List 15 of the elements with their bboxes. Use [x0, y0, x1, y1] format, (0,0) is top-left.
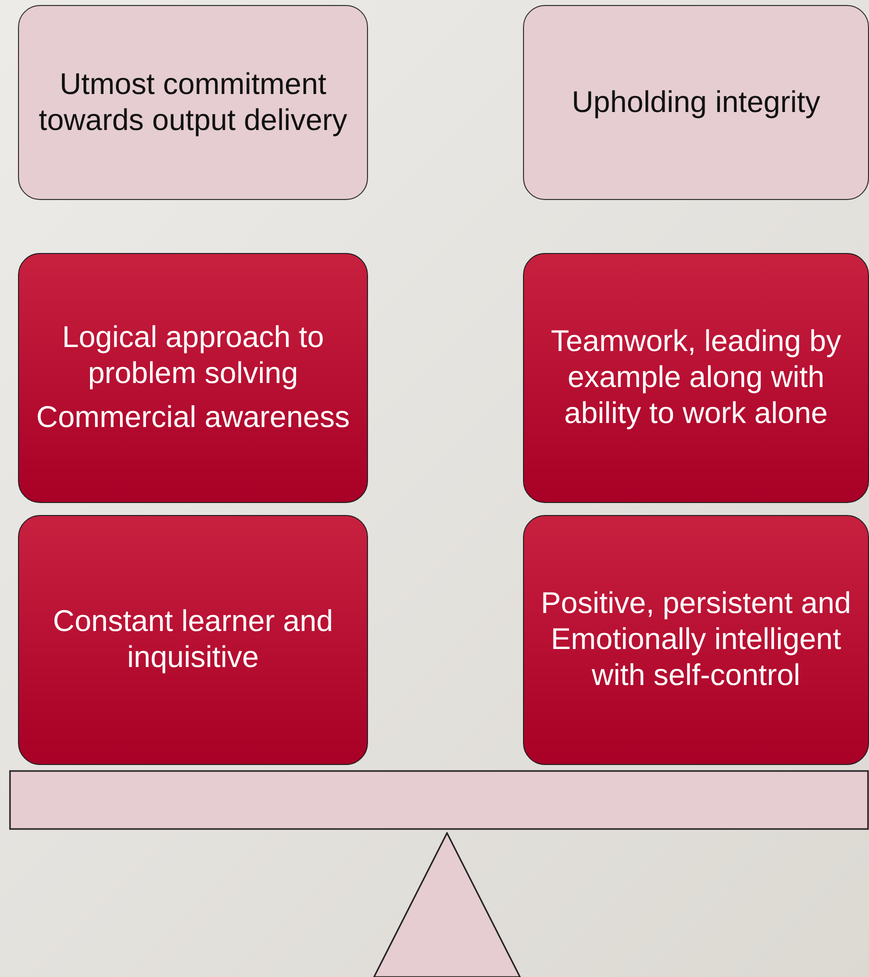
quality-card	[523, 515, 869, 765]
fulcrum-triangle	[373, 832, 521, 977]
quality-card	[523, 5, 869, 200]
quality-card	[18, 253, 368, 503]
quality-text: Utmost commitment towards output delivery	[38, 66, 348, 138]
balance-plank	[9, 770, 869, 830]
quality-text: Logical approach to problem solving	[61, 320, 325, 392]
quality-text: Upholding integrity	[572, 84, 820, 120]
quality-text: Constant learner and inquisitive	[52, 604, 334, 676]
quality-card	[18, 515, 368, 765]
quality-card	[523, 253, 869, 503]
quality-text: Teamwork, leading by example along with ability to work alone	[550, 324, 842, 432]
quality-text: Positive, persistent and Emotionally intelligent with self-control	[540, 586, 852, 694]
quality-card	[18, 5, 368, 200]
quality-text: Commercial awareness	[36, 400, 350, 436]
